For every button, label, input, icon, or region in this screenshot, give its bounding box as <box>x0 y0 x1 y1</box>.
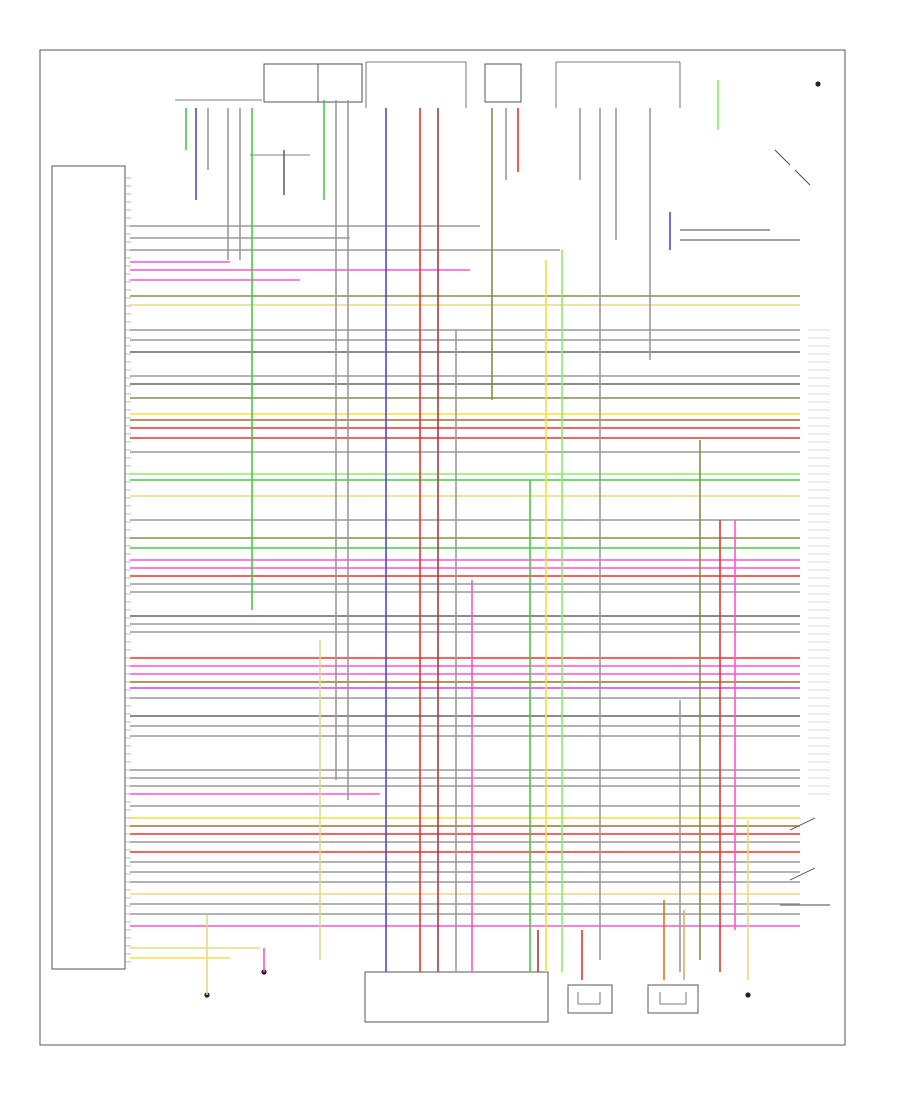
top-connector-group <box>175 61 681 156</box>
bottom-components <box>204 81 821 1014</box>
control-module-box <box>51 165 126 970</box>
switch-symbols <box>680 149 830 906</box>
diagram-border <box>39 49 846 1046</box>
bottom-module-box <box>364 971 549 1023</box>
wire-layer <box>125 80 830 995</box>
